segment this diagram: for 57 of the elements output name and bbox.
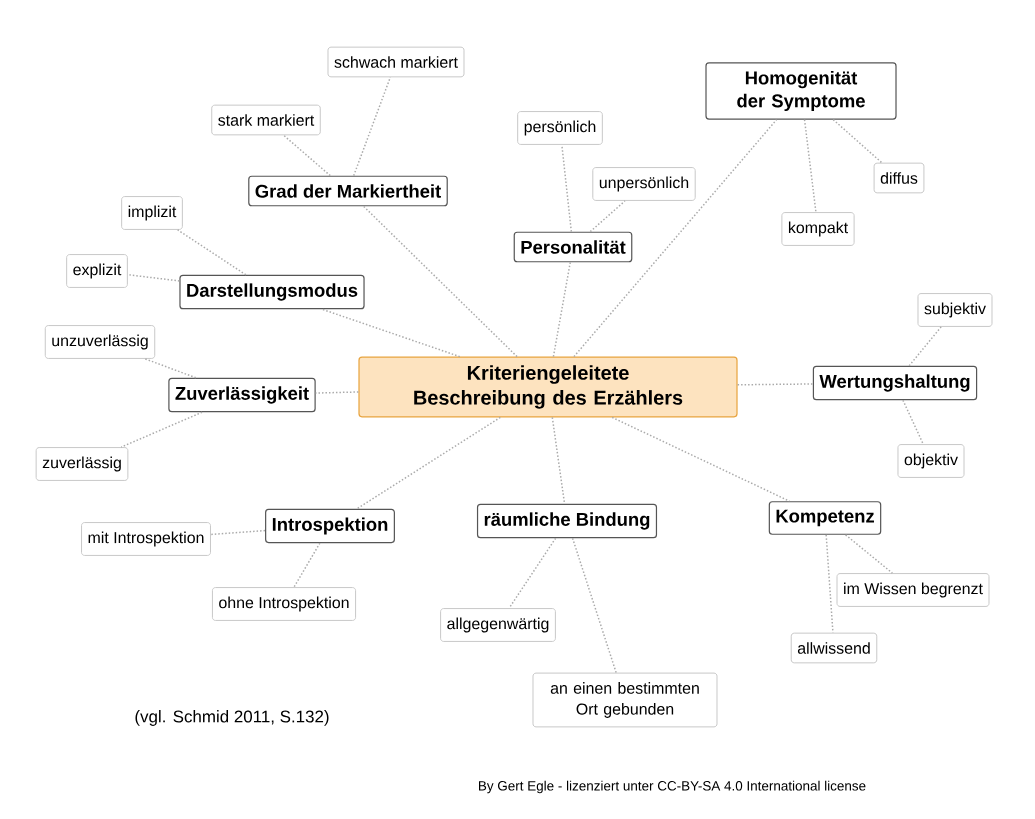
subtopic-box: im Wissen begrenzt <box>836 573 990 607</box>
category-box: räumliche Bindung <box>476 503 658 539</box>
central-topic-box: Kriteriengeleitete Beschreibung des Erzählers <box>358 356 738 418</box>
connector-line <box>611 416 791 502</box>
connector-line <box>176 229 247 276</box>
subtopic-box: kompakt <box>781 212 855 246</box>
connector-line <box>120 411 203 448</box>
connector-line <box>314 391 360 394</box>
connector-line <box>362 205 518 358</box>
subtopic-box: zuverlässig <box>35 447 129 481</box>
subtopic-box: allgegenwärtig <box>440 608 556 642</box>
connector-line <box>352 76 392 177</box>
connector-line <box>736 383 814 386</box>
category-box: Zuverlässigkeit <box>168 377 316 413</box>
connector-line <box>283 134 331 177</box>
subtopic-box: schwach markiert <box>327 46 465 78</box>
subtopic-box: unzuverlässig <box>44 325 156 359</box>
connector-line <box>902 399 924 445</box>
credit-line: By Gert Egle - lizenziert unter CC-BY-SA 4.0 International license <box>479 780 866 794</box>
connector-line <box>127 273 181 282</box>
connector-line <box>832 118 883 164</box>
connector-line <box>571 537 617 674</box>
subtopic-box: subjektiv <box>917 293 993 327</box>
category-box: Homogenität der Symptome <box>705 62 897 120</box>
category-box: Grad der Markiertheit <box>248 175 448 207</box>
connector-line <box>552 261 571 358</box>
subtopic-box: persönlich <box>517 111 603 145</box>
subtopic-box: stark markiert <box>211 104 321 136</box>
subtopic-box: unpersönlich <box>592 167 696 201</box>
category-box: Wertungshaltung <box>812 365 978 401</box>
citation-note: (vgl. Schmid 2011, S.132) <box>135 710 329 726</box>
connector-line <box>321 308 461 358</box>
connector-line <box>803 118 817 213</box>
connector-line <box>573 118 778 358</box>
subtopic-box: allwissend <box>790 632 878 664</box>
connector-line <box>551 416 566 505</box>
subtopic-box: objektiv <box>897 444 965 478</box>
connector-line <box>825 534 834 634</box>
subtopic-box: implizit <box>121 196 183 230</box>
connector-line <box>589 200 626 233</box>
connector-line <box>908 326 942 367</box>
category-box: Kompetenz <box>768 501 882 535</box>
category-box: Personalität <box>513 231 633 263</box>
connector-line <box>356 416 502 510</box>
subtopic-box: explizit <box>66 254 128 288</box>
connector-line <box>293 542 321 588</box>
connector-line <box>844 534 894 574</box>
connector-line <box>210 529 266 536</box>
subtopic-box: diffus <box>873 162 925 194</box>
connector-line <box>144 358 197 379</box>
subtopic-box: mit Introspektion <box>81 522 211 556</box>
subtopic-box: an einen bestimmten Ort gebunden <box>532 672 718 728</box>
connector-line <box>561 144 573 233</box>
connector-line <box>508 537 557 609</box>
category-box: Darstellungsmodus <box>179 274 365 310</box>
subtopic-box: ohne Introspektion <box>211 587 357 621</box>
category-box: Introspektion <box>265 508 395 544</box>
